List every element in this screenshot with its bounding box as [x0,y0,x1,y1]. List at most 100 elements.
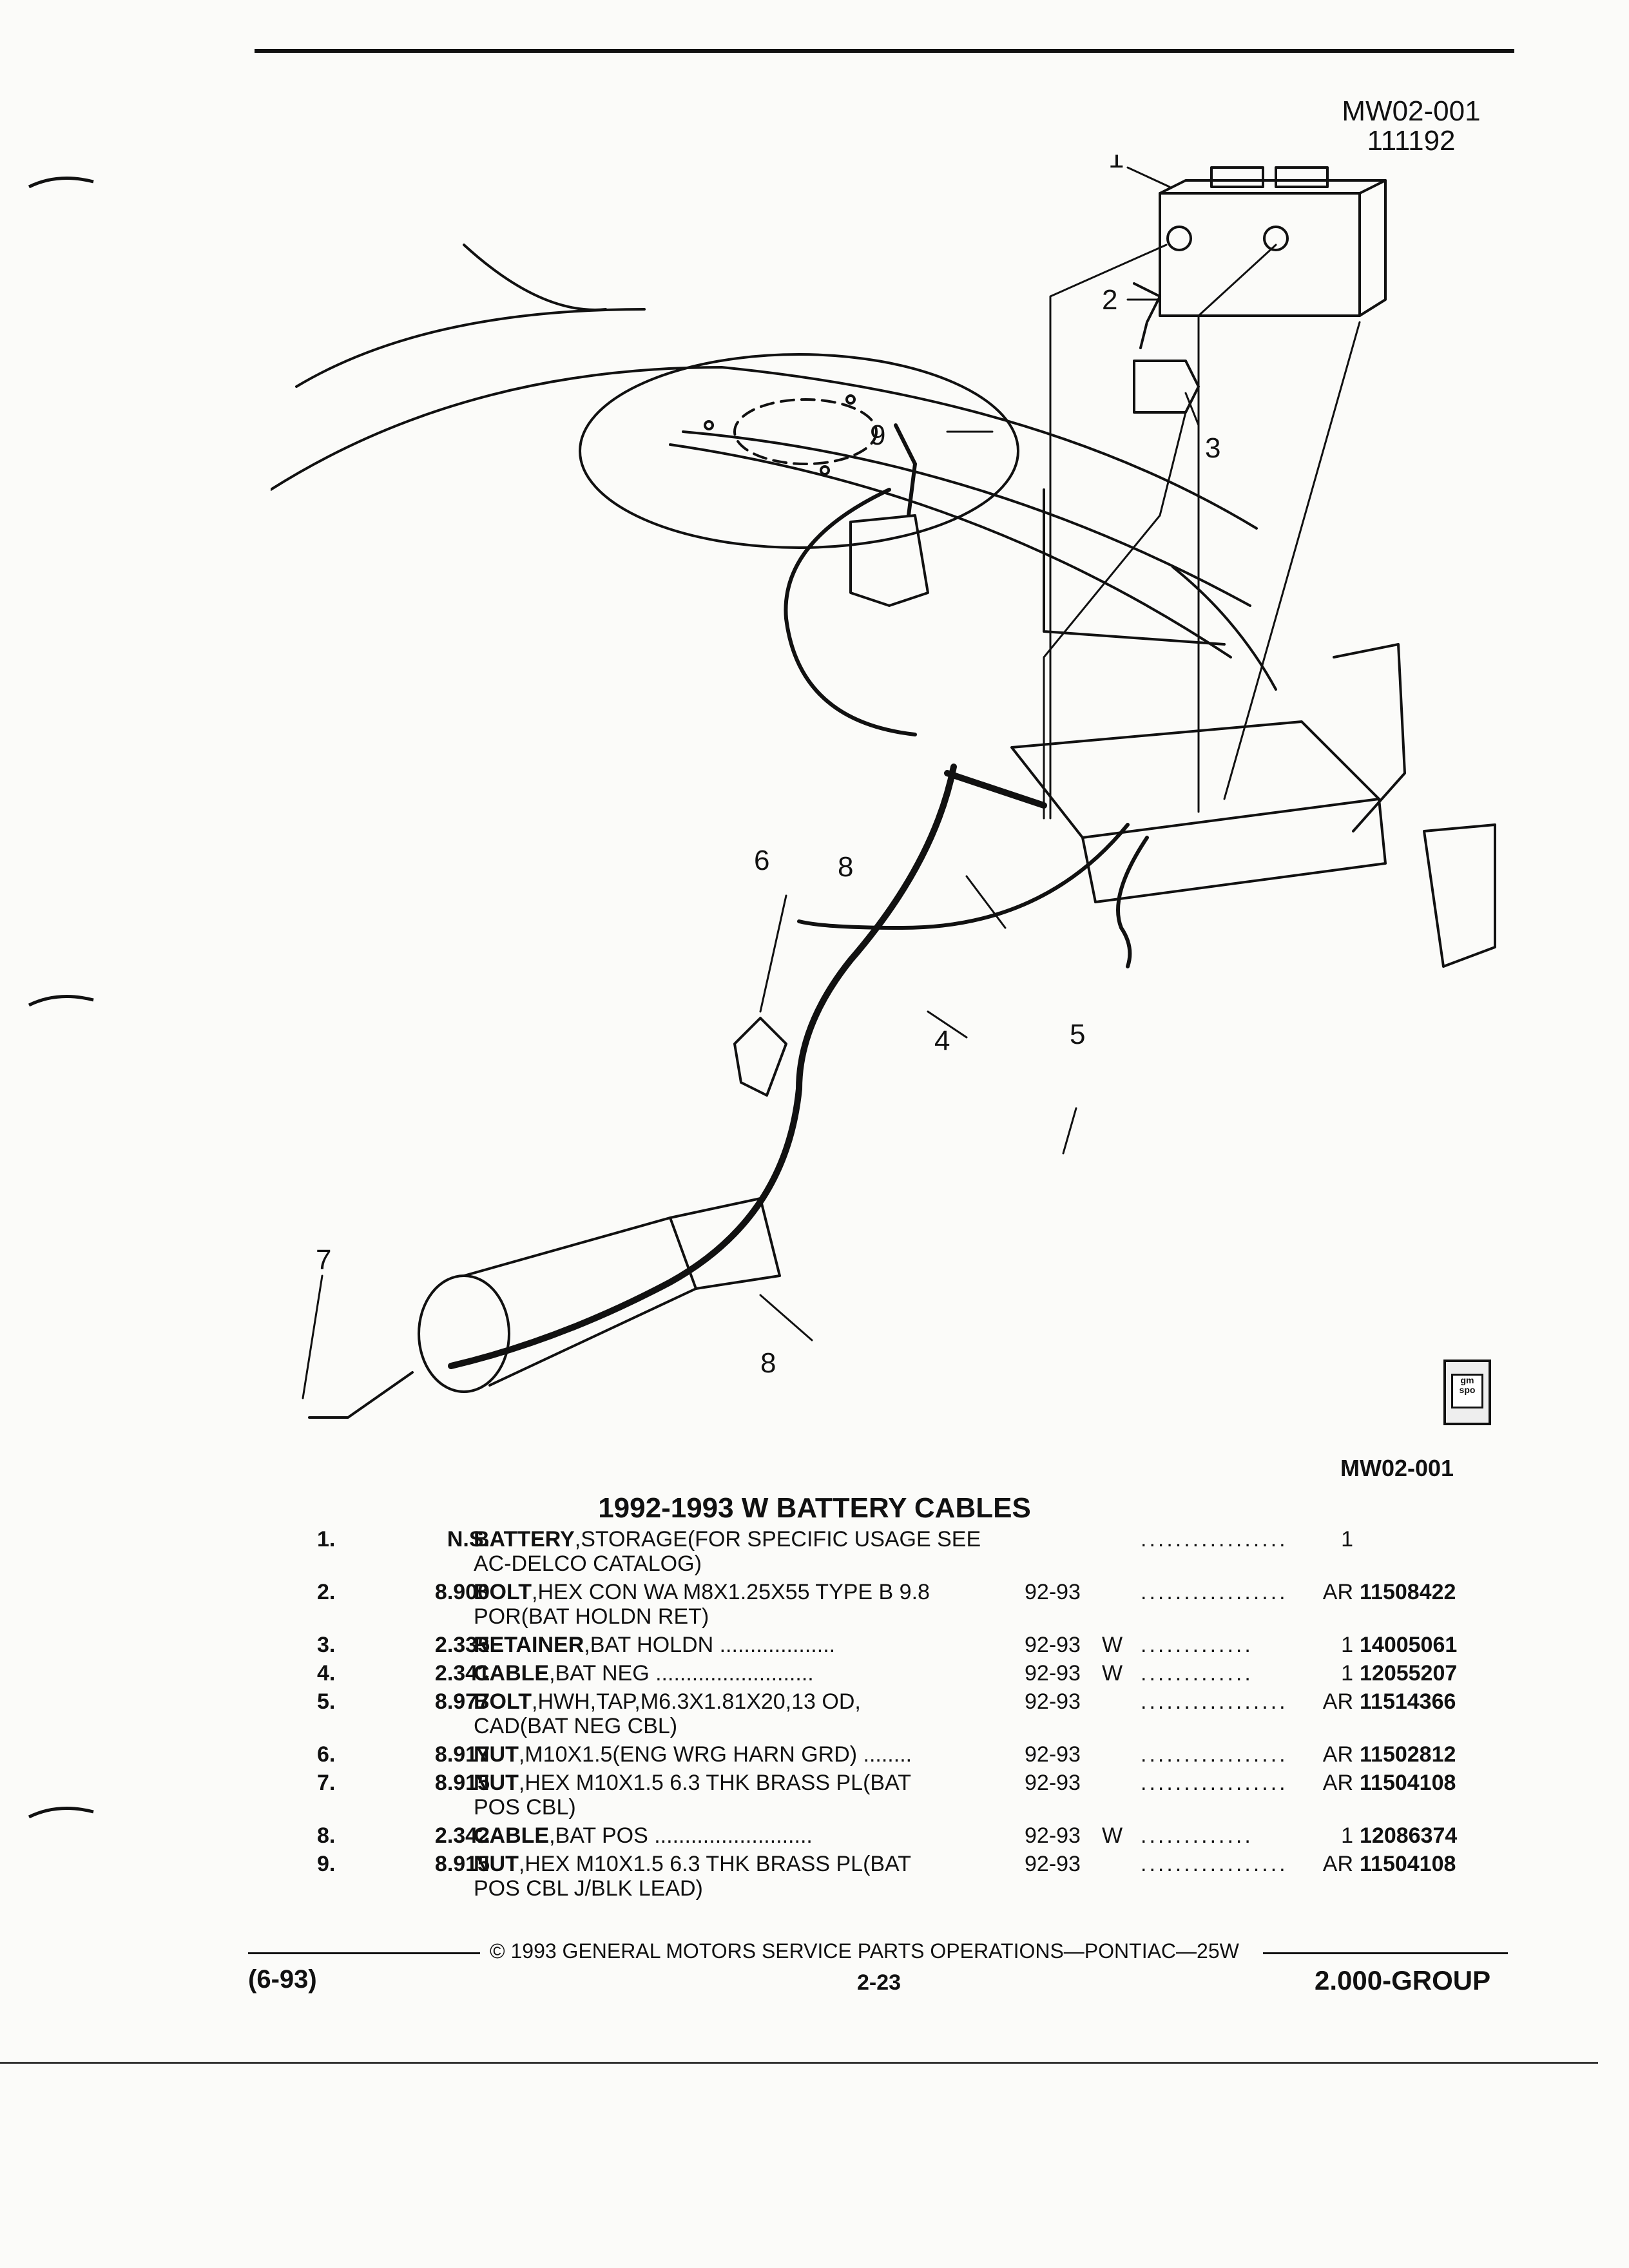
part-name: NUT [474,1771,519,1795]
part-description: CABLE,BAT POS .......................... [474,1823,1028,1848]
part-number: 2. [317,1580,336,1604]
part-description-line1: ,STORAGE(FOR SPECIFIC USAGE SEE [574,1527,981,1552]
part-years: 92-93 [1025,1633,1081,1657]
callout-3: 3 [1205,432,1220,464]
part-quantity: AR [1322,1580,1353,1604]
battery-tray [1010,488,1496,968]
positive-cable [448,764,1047,1369]
part-catalog-number: 12055207 [1360,1661,1458,1686]
part-name: RETAINER [474,1633,584,1657]
part-leader-dots: ................. [1141,1689,1288,1714]
callout-2: 2 [1102,284,1117,316]
margin-mark [28,177,94,189]
part-description-line2: POR(BAT HOLDN RET) [474,1604,709,1629]
ref-date-text: 111192 [1367,125,1456,157]
callout-6: 6 [754,845,769,876]
part-group: 8.915 [434,1852,490,1876]
part-quantity: 1 [1341,1527,1353,1552]
part-quantity: 1 [1341,1823,1353,1848]
callout-9: 9 [870,419,885,451]
ref-code-text: MW02-001 [1342,95,1481,127]
part-years: 92-93 [1025,1852,1081,1876]
part-description: NUT,M10X1.5(ENG WRG HARN GRD) ........ [474,1742,1028,1767]
part-quantity: AR [1322,1852,1353,1876]
battery [1159,166,1387,317]
part-group: 8.977 [434,1689,490,1714]
part-number: 9. [317,1852,336,1876]
part-number: 5. [317,1689,336,1714]
callout-numbers: 1 2 3 4 5 6 7 8 8 9 [316,155,1220,1379]
part-leader-dots: ............. [1141,1661,1253,1686]
part-years: 92-93 [1025,1689,1081,1714]
part-leader-dots: ................. [1141,1852,1288,1876]
part-quantity: AR [1322,1689,1353,1714]
part-number: 4. [317,1661,336,1686]
part-description: CABLE,BAT NEG .......................... [474,1661,1028,1686]
retainer [1133,282,1200,414]
part-name: NUT [474,1852,519,1876]
top-rule [255,49,1514,53]
part-leader-dots: ............. [1141,1823,1253,1848]
part-years: 92-93 [1025,1823,1081,1848]
part-catalog-number: 12086374 [1360,1823,1458,1848]
part-group: 2.342 [434,1823,490,1848]
revision-date: (6-93) [248,1965,317,1994]
battery-cables-illustration: 1 2 3 4 5 6 7 8 8 9 [271,155,1496,1419]
part-name: BATTERY [474,1527,575,1552]
part-catalog-number: 11508422 [1360,1580,1456,1604]
body-outline [271,244,1277,691]
part-description-line2: CAD(BAT NEG CBL) [474,1714,678,1738]
part-years: 92-93 [1025,1661,1081,1686]
part-description-line2: POS CBL J/BLK LEAD) [474,1876,703,1901]
starter-motor [308,1197,781,1419]
part-catalog-number: 11504108 [1360,1771,1456,1795]
part-series: W [1102,1661,1123,1686]
bottom-rule [0,2062,1598,2064]
part-catalog-number: 11514366 [1360,1689,1456,1714]
part-group: 8.900 [434,1580,490,1604]
callout-leaders [302,166,1200,1399]
part-leader-dots: ................. [1141,1742,1288,1767]
part-group: 2.335 [434,1633,490,1657]
part-quantity: AR [1322,1771,1353,1795]
copyright-text: © 1993 GENERAL MOTORS SERVICE PARTS OPER… [490,1939,1239,1963]
part-description: RETAINER,BAT HOLDN ................... [474,1633,1028,1657]
footer-rule-left [248,1952,480,1954]
part-number: 7. [317,1771,336,1795]
part-name: CABLE [474,1823,550,1848]
ground-lead [784,423,917,736]
part-quantity: AR [1322,1742,1353,1767]
figure-code: MW02-001 [1340,1455,1454,1481]
part-years: 92-93 [1025,1771,1081,1795]
part-description-line1: ,BAT POS .......................... [549,1823,813,1848]
part-catalog-number: 11504108 [1360,1852,1456,1876]
part-description: BOLT,HWH,TAP,M6.3X1.81X20,13 OD,CAD(BAT … [474,1689,1028,1738]
part-description-line1: ,HEX M10X1.5 6.3 THK BRASS PL(BAT [518,1852,911,1876]
gm-spo-logo: gm spo [1443,1360,1491,1425]
part-number: 8. [317,1823,336,1848]
strut-tower [579,353,1019,549]
part-number: 6. [317,1742,336,1767]
callout-4: 4 [934,1025,950,1057]
part-description-line1: ,HEX M10X1.5 6.3 THK BRASS PL(BAT [518,1771,911,1795]
reference-code: MW02-001 111192 [1315,97,1508,156]
part-name: BOLT [474,1689,532,1714]
part-description-line1: ,HEX CON WA M8X1.25X55 TYPE B 9.8 [532,1580,930,1604]
part-row: 5. 8.977 92-93................. AR 11514366 B… [303,1689,1527,1738]
part-leader-dots: ............. [1141,1633,1253,1657]
margin-mark [28,1807,94,1819]
alignment-lines [1043,244,1361,820]
callout-5: 5 [1070,1019,1085,1050]
callout-8a: 8 [838,851,853,883]
ground-bracket [849,514,929,607]
page-title: 1992-1993 W BATTERY CABLES [598,1492,1031,1524]
part-series: W [1102,1633,1123,1657]
